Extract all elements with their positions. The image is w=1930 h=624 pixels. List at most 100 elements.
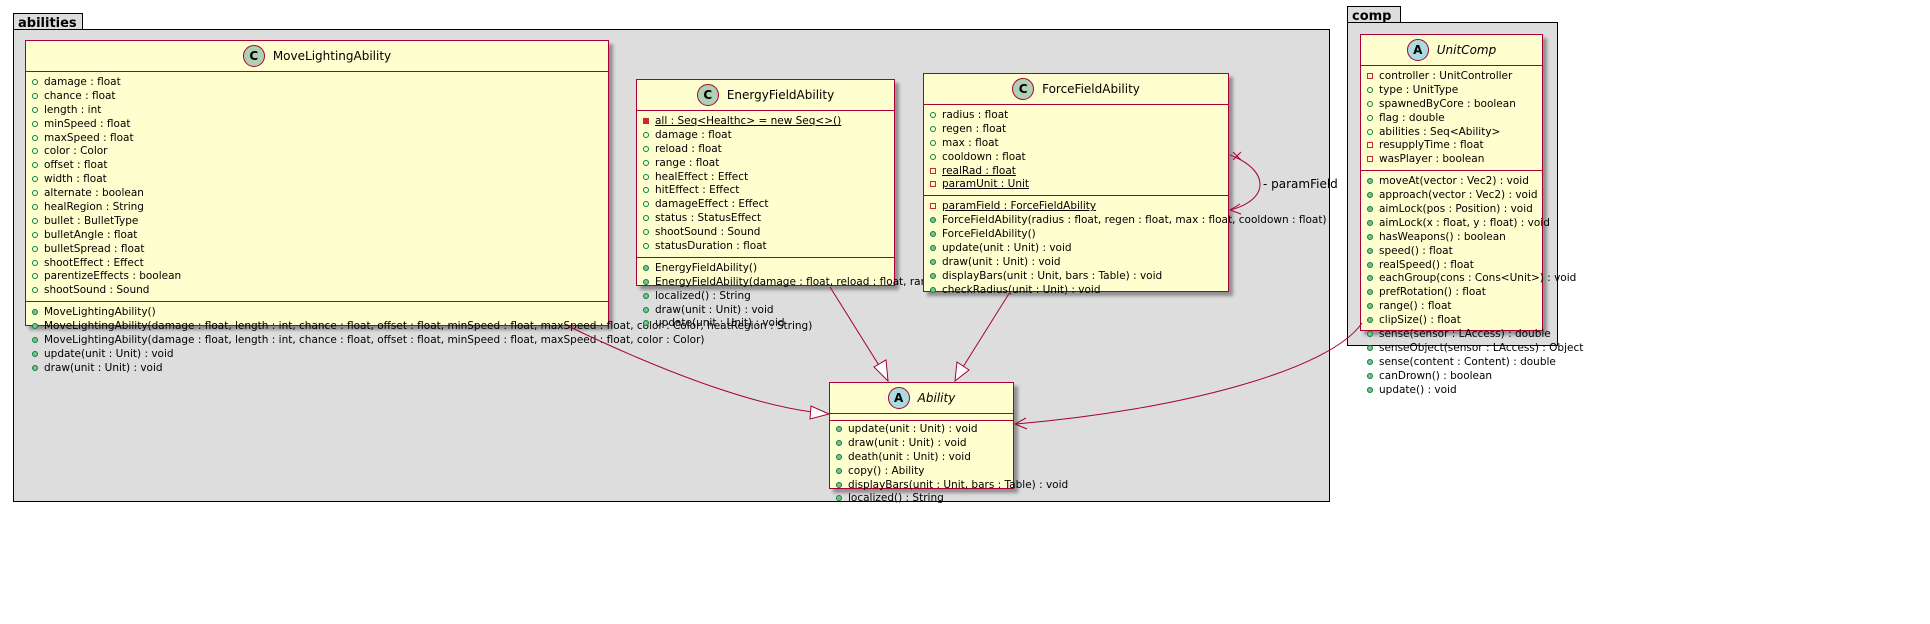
generalization-move-lighting-to-ability xyxy=(567,325,813,413)
generalization-arrowhead xyxy=(873,359,889,383)
public-method-icon xyxy=(1367,192,1373,199)
class-energy-field-ability[interactable]: C EnergyFieldAbility all : Seq<Healthc> … xyxy=(636,79,978,329)
package-name-comp: comp xyxy=(1352,9,1392,24)
field-row: reload : float xyxy=(643,142,888,156)
public-method-icon xyxy=(1367,178,1373,185)
method-row: clipSize() : float xyxy=(1367,313,1536,327)
public-method-icon xyxy=(1367,317,1373,324)
field-row: chance : float xyxy=(32,89,602,103)
class-ability[interactable]: A Ability update(unit : Unit) : void dra… xyxy=(829,382,1068,504)
public-icon xyxy=(1367,100,1373,107)
class-unit-comp[interactable]: A UnitComp controller : UnitController t… xyxy=(1360,34,1583,396)
field-text: radius : float xyxy=(942,108,1009,121)
public-method-icon xyxy=(930,231,936,238)
class-header: C ForceFieldAbility xyxy=(924,74,1228,105)
method-text: localized() : String xyxy=(655,289,751,302)
method-text: sense(sensor : LAccess) : double xyxy=(1379,327,1551,340)
method-text: localized() : String xyxy=(848,492,944,505)
field-text: healRegion : String xyxy=(44,200,144,213)
public-method-icon xyxy=(1367,330,1373,337)
field-text: chance : float xyxy=(44,89,116,102)
abstract-a-icon: A xyxy=(1406,39,1429,61)
fields-section: all : Seq<Healthc> = new Seq<>() damage … xyxy=(637,111,894,258)
public-method-icon xyxy=(930,272,936,279)
class-header: C MoveLightingAbility xyxy=(26,41,608,72)
method-text: draw(unit : Unit) : void xyxy=(848,436,967,449)
field-text: damageEffect : Effect xyxy=(655,198,769,211)
public-icon xyxy=(930,153,936,160)
method-row: EnergyFieldAbility() xyxy=(643,261,888,275)
public-icon xyxy=(643,131,649,138)
fields-section: controller : UnitController type : UnitT… xyxy=(1361,66,1542,172)
association-arrowhead xyxy=(1228,203,1242,215)
field-text: damage : float xyxy=(655,128,732,141)
public-icon xyxy=(643,201,649,208)
public-method-icon xyxy=(1367,386,1373,393)
class-name: Ability xyxy=(917,391,956,405)
private-icon xyxy=(930,167,936,174)
field-row: max : float xyxy=(930,136,1222,150)
method-text: paramField : ForceFieldAbility xyxy=(942,200,1097,213)
abstract-a-icon: A xyxy=(887,387,910,409)
field-row: all : Seq<Healthc> = new Seq<>() xyxy=(643,114,888,128)
generalization-arrowhead xyxy=(954,361,970,383)
class-header: C EnergyFieldAbility xyxy=(637,80,894,111)
method-text: sense(content : Content) : double xyxy=(1379,355,1556,368)
public-method-icon xyxy=(1367,344,1373,351)
method-text: moveAt(vector : Vec2) : void xyxy=(1379,175,1529,188)
public-method-icon xyxy=(836,495,842,502)
field-row: healEffect : Effect xyxy=(643,170,888,184)
method-row: aimLock(x : float, y : float) : void xyxy=(1367,216,1550,230)
field-text: controller : UnitController xyxy=(1379,69,1513,82)
public-icon xyxy=(32,92,38,99)
field-row: flag : double xyxy=(1367,111,1536,125)
field-text: parentizeEffects : boolean xyxy=(44,270,182,283)
public-method-icon xyxy=(32,350,38,357)
field-text: range : float xyxy=(655,156,720,169)
public-method-icon xyxy=(32,323,38,330)
field-text: healEffect : Effect xyxy=(655,170,749,183)
method-text: copy() : Ability xyxy=(848,464,925,477)
field-text: maxSpeed : float xyxy=(44,131,134,144)
public-icon xyxy=(643,229,649,236)
class-name: UnitComp xyxy=(1436,43,1497,57)
association-param-field xyxy=(1229,154,1261,211)
generalization-energy-field-to-ability xyxy=(829,286,881,368)
method-text: aimLock(x : float, y : float) : void xyxy=(1379,216,1550,229)
public-icon xyxy=(32,231,38,238)
class-header: A UnitComp xyxy=(1361,35,1542,66)
public-method-icon xyxy=(836,439,842,446)
public-method-icon xyxy=(930,244,936,251)
field-row: abilities : Seq<Ability> xyxy=(1367,125,1536,139)
public-icon xyxy=(643,215,649,222)
field-row: color : Color xyxy=(32,144,602,158)
field-text: bulletAngle : float xyxy=(44,228,138,241)
field-row: parentizeEffects : boolean xyxy=(32,269,602,283)
field-row: damage : float xyxy=(643,128,888,142)
class-move-lighting-ability[interactable]: C MoveLightingAbility damage : float cha… xyxy=(25,40,812,374)
private-icon xyxy=(930,203,936,210)
public-method-icon xyxy=(1367,261,1373,268)
method-row: draw(unit : Unit) : void xyxy=(32,361,602,375)
private-icon xyxy=(1367,156,1373,163)
class-force-field-ability[interactable]: C ForceFieldAbility radius : float regen… xyxy=(923,73,1327,296)
public-icon xyxy=(32,78,38,85)
method-text: ForceFieldAbility(radius : float, regen … xyxy=(942,214,1327,227)
association-arrowhead xyxy=(1013,417,1028,430)
public-method-icon xyxy=(1367,205,1373,212)
method-row: update(unit : Unit) : void xyxy=(930,241,1222,255)
public-icon xyxy=(32,203,38,210)
public-icon xyxy=(32,106,38,113)
field-text: status : StatusEffect xyxy=(655,212,762,225)
method-row: displayBars(unit : Unit, bars : Table) :… xyxy=(930,269,1222,283)
method-text: draw(unit : Unit) : void xyxy=(44,361,163,374)
method-text: prefRotation() : float xyxy=(1379,286,1486,299)
public-icon xyxy=(930,125,936,132)
methods-section: MoveLightingAbility() MoveLightingAbilit… xyxy=(26,302,812,378)
method-row: senseObject(sensor : LAccess) : Object xyxy=(1367,341,1583,355)
field-text: statusDuration : float xyxy=(655,239,767,252)
association-unit-comp-to-ability xyxy=(1015,322,1363,425)
method-text: update(unit : Unit) : void xyxy=(942,241,1072,254)
method-row: displayBars(unit : Unit, bars : Table) :… xyxy=(836,478,1068,492)
field-row: controller : UnitController xyxy=(1367,69,1536,83)
